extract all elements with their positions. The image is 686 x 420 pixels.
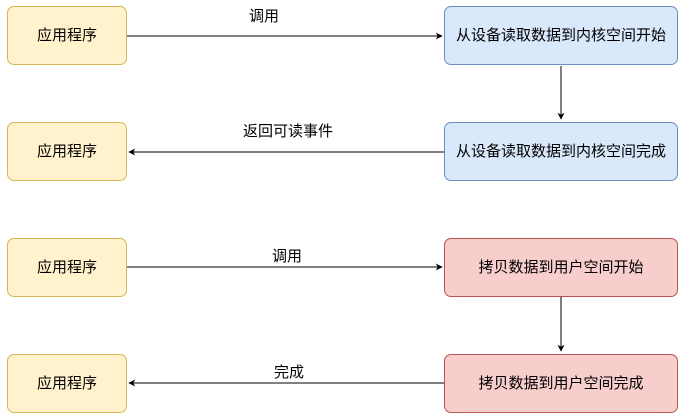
call-label-2: 调用 (272, 247, 303, 265)
app-node-4-label: 应用程序 (36, 374, 97, 392)
kernel-read-done-label: 从设备读取数据到内核空间完成 (455, 142, 666, 160)
copy-start-node: 拷贝数据到用户空间开始 (444, 238, 678, 297)
done-label: 完成 (274, 363, 305, 381)
kernel-read-done-node: 从设备读取数据到内核空间完成 (444, 122, 678, 181)
app-node-4: 应用程序 (7, 354, 127, 413)
app-node-2: 应用程序 (7, 122, 127, 181)
app-node-1-label: 应用程序 (36, 26, 97, 44)
copy-done-node: 拷贝数据到用户空间完成 (444, 354, 678, 413)
kernel-read-start-node: 从设备读取数据到内核空间开始 (444, 6, 678, 65)
kernel-read-start-label: 从设备读取数据到内核空间开始 (455, 26, 666, 44)
copy-done-label: 拷贝数据到用户空间完成 (478, 374, 644, 392)
readable-event-label: 返回可读事件 (243, 122, 334, 140)
app-node-1: 应用程序 (7, 6, 127, 65)
call-label-1: 调用 (249, 7, 280, 25)
copy-start-label: 拷贝数据到用户空间开始 (478, 258, 644, 276)
app-node-3: 应用程序 (7, 238, 127, 297)
app-node-3-label: 应用程序 (36, 258, 97, 276)
app-node-2-label: 应用程序 (36, 142, 97, 160)
